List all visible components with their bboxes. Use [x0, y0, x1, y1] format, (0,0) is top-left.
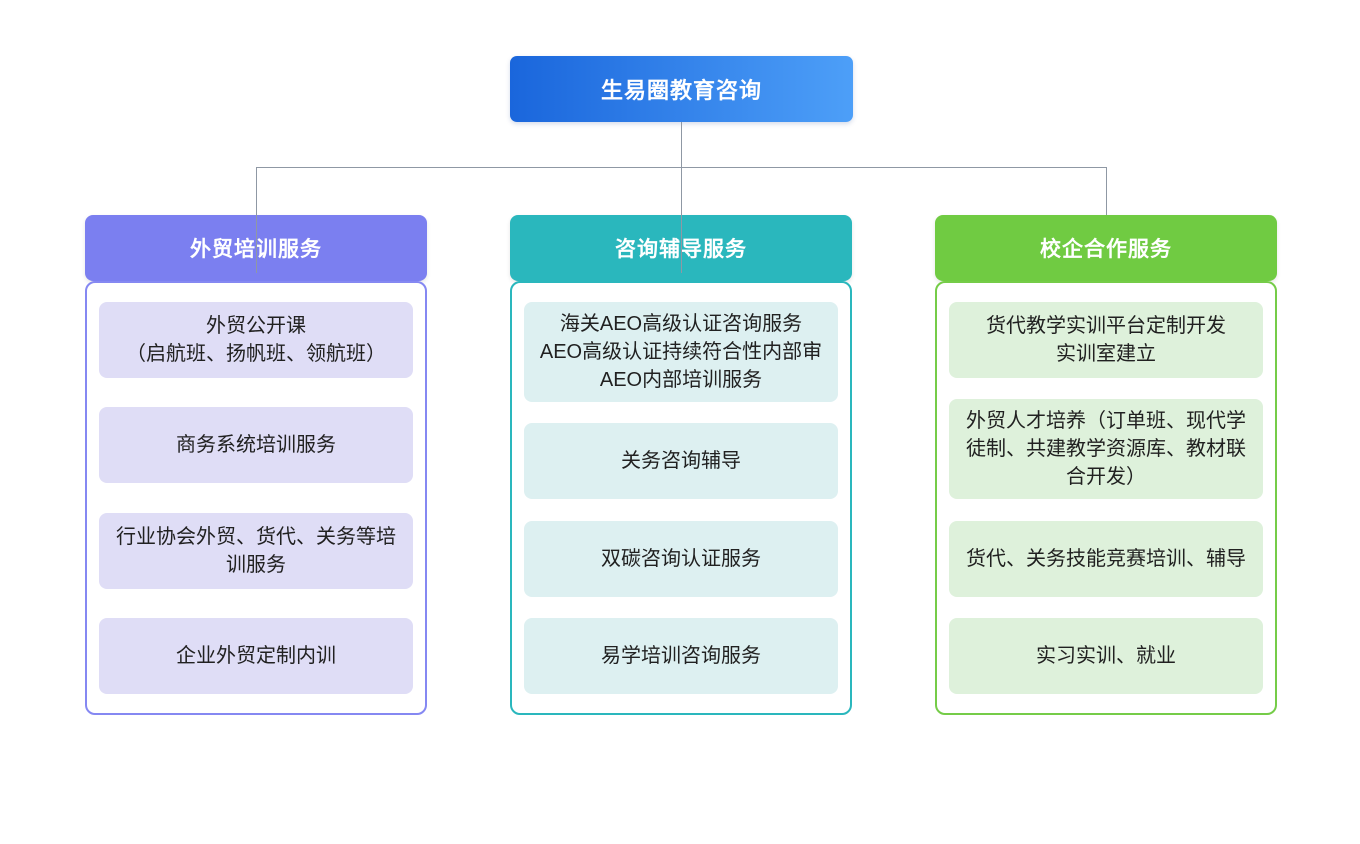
service-item: 易学培训咨询服务	[524, 617, 838, 694]
branch-header-connector	[255, 215, 257, 273]
service-item-label: 商务系统培训服务	[176, 434, 336, 457]
service-item-label: 企业外贸定制内训	[176, 644, 336, 667]
service-item: 外贸公开课 （启航班、扬帆班、领航班）	[99, 302, 413, 378]
service-item: 企业外贸定制内训	[99, 617, 413, 694]
service-item: 实习实训、就业	[949, 617, 1263, 694]
service-item-label: 实习实训、就业	[1036, 644, 1176, 667]
org-root-node: 生易圈教育咨询	[510, 56, 853, 122]
service-item-label: 易学培训咨询服务	[601, 644, 761, 667]
service-item: 行业协会外贸、货代、关务等培训服务	[99, 512, 413, 589]
branch-consulting-coaching: 咨询辅导服务 海关AEO高级认证咨询服务 AEO高级认证持续符合性内部审 AEO…	[510, 215, 852, 715]
service-item-label: 货代教学实训平台定制开发 实训室建立	[986, 315, 1226, 365]
service-item: 外贸人才培养（订单班、现代学徒制、共建教学资源库、教材联合开发）	[949, 399, 1263, 500]
connector-branch2-drop	[681, 167, 682, 215]
service-item: 货代、关务技能竞赛培训、辅导	[949, 520, 1263, 597]
service-item-label: 外贸公开课 （启航班、扬帆班、领航班）	[126, 315, 386, 365]
service-item-label: 货代、关务技能竞赛培训、辅导	[966, 547, 1246, 570]
branch-container: 货代教学实训平台定制开发 实训室建立外贸人才培养（订单班、现代学徒制、共建教学资…	[935, 281, 1277, 715]
service-item: 货代教学实训平台定制开发 实训室建立	[949, 302, 1263, 378]
service-item-label: 外贸人才培养（订单班、现代学徒制、共建教学资源库、教材联合开发）	[966, 410, 1246, 489]
branch-school-enterprise-cooperation: 校企合作服务 货代教学实训平台定制开发 实训室建立外贸人才培养（订单班、现代学徒…	[935, 215, 1277, 715]
service-item: 关务咨询辅导	[524, 423, 838, 500]
org-root-label: 生易圈教育咨询	[600, 78, 762, 103]
branch-foreign-trade-training: 外贸培训服务 外贸公开课 （启航班、扬帆班、领航班）商务系统培训服务行业协会外贸…	[85, 215, 427, 715]
service-item-label: 行业协会外贸、货代、关务等培训服务	[116, 525, 396, 576]
branch-header: 校企合作服务	[935, 215, 1277, 281]
service-item: 商务系统培训服务	[99, 407, 413, 484]
branch-header-label: 校企合作服务	[1040, 238, 1172, 261]
connector-root-vertical	[681, 122, 682, 167]
service-item-label: 海关AEO高级认证咨询服务 AEO高级认证持续符合性内部审 AEO内部培训服务	[539, 313, 823, 391]
service-item-label: 双碳咨询认证服务	[601, 547, 761, 570]
branch-header-connector	[680, 215, 682, 273]
service-item: 海关AEO高级认证咨询服务 AEO高级认证持续符合性内部审 AEO内部培训服务	[524, 302, 838, 402]
branch-container: 外贸公开课 （启航班、扬帆班、领航班） 商务系统培训服务行业协会外贸、货代、关务等…	[85, 281, 427, 715]
connector-branch3-drop	[1106, 167, 1107, 215]
branches: 外贸培训服务 外贸公开课 （启航班、扬帆班、领航班）商务系统培训服务行业协会外贸…	[85, 215, 1277, 715]
service-item-label: 关务咨询辅导	[621, 450, 741, 473]
branch-container: 海关AEO高级认证咨询服务 AEO高级认证持续符合性内部审 AEO内部培训服务关…	[510, 281, 852, 715]
connector-branch1-drop	[256, 167, 257, 215]
service-item: 双碳咨询认证服务	[524, 520, 838, 597]
